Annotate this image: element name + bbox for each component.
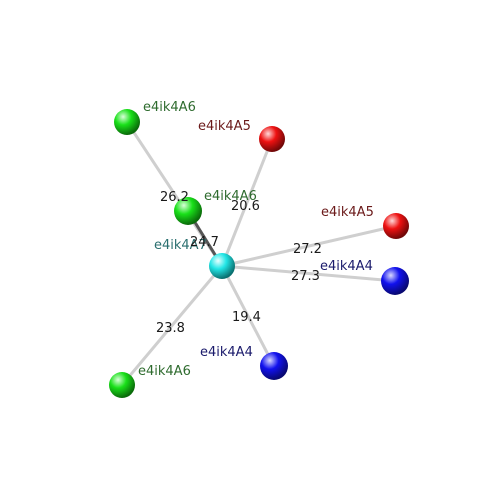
atom-center	[209, 253, 235, 279]
bonds	[120, 121, 397, 386]
label-green-middle: e4ik4A6	[204, 189, 257, 204]
label-green-bottom-left: e4ik4A6	[138, 364, 191, 379]
bond-green-bottom-left	[120, 265, 224, 386]
bond-blue-right	[221, 264, 396, 283]
bond-red-right	[221, 224, 397, 268]
distance-labels: 26.2 20.6 24.7 27.2 27.3 19.4 23.8	[156, 190, 322, 336]
distance-blue-bottom: 19.4	[232, 310, 261, 325]
distance-blue-right: 27.3	[291, 269, 320, 284]
label-blue-bottom: e4ik4A4	[200, 345, 253, 360]
atom-blue-right	[381, 267, 409, 295]
bond-blue-bottom	[220, 265, 276, 367]
atoms	[109, 109, 409, 398]
label-center: e4ik4A7	[154, 238, 207, 253]
atom-red-top	[259, 126, 285, 152]
distance-red-right: 27.2	[293, 242, 322, 257]
distance-green-top-left: 26.2	[160, 190, 189, 205]
label-red-right: e4ik4A5	[321, 205, 374, 220]
atom-red-right	[383, 213, 409, 239]
atom-blue-bottom	[260, 352, 288, 380]
distance-red-top: 20.6	[231, 199, 260, 214]
atom-green-top-left	[114, 109, 140, 135]
label-green-top-left: e4ik4A6	[143, 100, 196, 115]
atom-green-middle	[174, 197, 202, 225]
atom-green-bottom-left	[109, 372, 135, 398]
label-red-top: e4ik4A5	[198, 119, 251, 134]
atom-labels: e4ik4A6 e4ik4A5 e4ik4A6 e4ik4A5 e4ik4A7 …	[138, 100, 374, 379]
bond-red-top	[220, 138, 274, 267]
distance-green-bottom-left: 23.8	[156, 321, 185, 336]
label-blue-right: e4ik4A4	[320, 259, 373, 274]
distance-green-middle: 24.7	[190, 235, 219, 250]
